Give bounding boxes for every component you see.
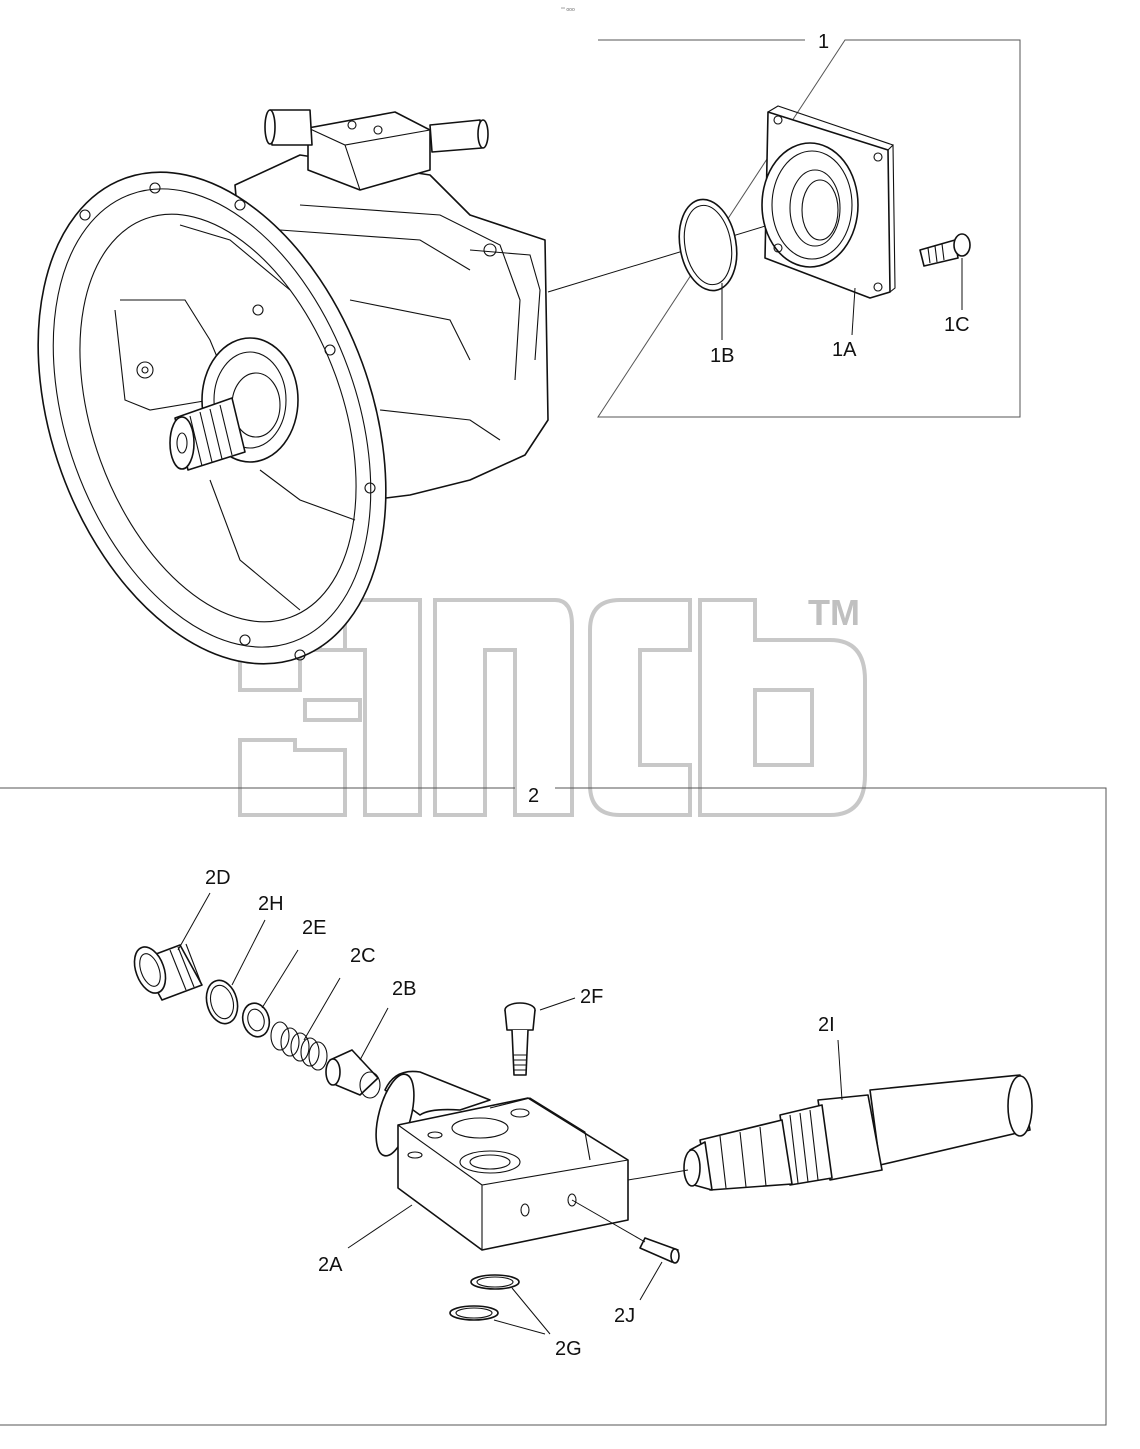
leader-2J [639,1261,663,1301]
group-2-frame: 2 [0,785,1107,1426]
label-2J: 2J [614,1305,635,1327]
label-group-1: 1 [818,31,829,53]
leader-block-to-2J [571,1199,646,1243]
label-2D: 2D [205,867,231,889]
part-1C-bolt [919,233,971,267]
leader-block-to-2I [627,1169,689,1181]
label-group-2: 2 [528,785,539,807]
header-mark: °° ooo [561,7,575,13]
pump-assembly [37,109,549,665]
part-2D-plug [133,943,203,1001]
label-2C: 2C [350,945,376,967]
part-2I-cartridge [683,1074,1033,1191]
part-2A-valve-block [375,1070,629,1251]
leader-2G [493,1287,551,1335]
label-2A: 2A [318,1254,343,1276]
leader-2B [359,1007,389,1061]
leader-1A [851,287,856,336]
leader-2E [261,949,299,1009]
part-2J-pin [639,1237,680,1264]
part-2C-spring [270,1021,328,1071]
watermark-tm: TM [808,592,860,633]
label-1A: 1A [832,339,857,361]
leader-2F [539,997,576,1011]
group-1-frame: 1 [597,31,1021,418]
part-2B-poppet [325,1049,381,1099]
label-2F: 2F [580,986,603,1008]
label-2H: 2H [258,893,284,915]
leader-2D [177,892,211,951]
label-2G: 2G [555,1338,582,1360]
label-1B: 1B [710,345,734,367]
part-2F-bolt [504,1002,536,1076]
label-1C: 1C [944,314,970,336]
label-2B: 2B [392,978,416,1000]
part-2H-o-ring [205,979,239,1025]
leader-2A [347,1204,413,1249]
label-2E: 2E [302,917,326,939]
part-1B-o-ring [678,198,738,292]
watermark-logo: TM [238,592,867,817]
part-2E-washer [241,1002,271,1038]
part-1A-cover [761,105,896,299]
leader-2H [231,919,266,986]
leader-2I [837,1039,843,1101]
leader-2C [303,977,341,1041]
label-2I: 2I [818,1014,835,1036]
